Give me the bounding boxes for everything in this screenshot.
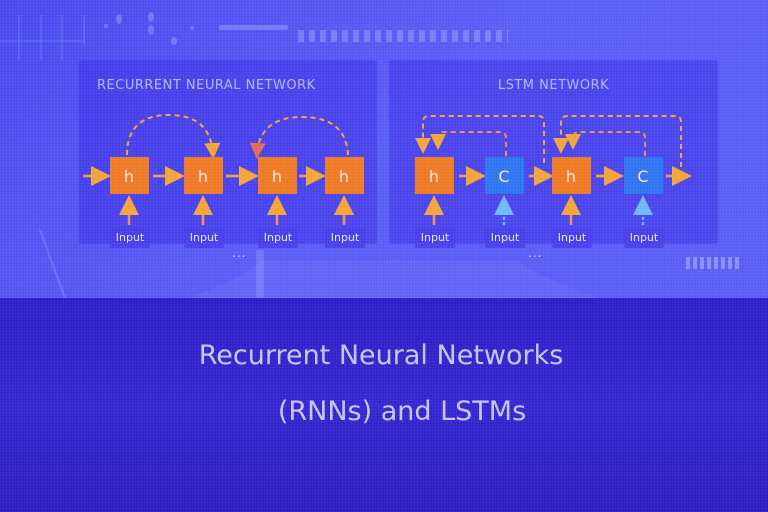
recurrent-loop-arrow xyxy=(126,113,221,159)
ellipsis: ... xyxy=(232,246,247,260)
caption-line-1: Recurrent Neural Networks xyxy=(198,340,564,371)
rnn-panel: RECURRENT NEURAL NETWORK h h h h xyxy=(79,60,377,260)
decorative-indicator xyxy=(686,257,740,269)
recurrent-loop-arrow xyxy=(430,131,507,156)
input-label: Input xyxy=(624,228,664,248)
recurrent-loop-arrow xyxy=(565,131,646,156)
svg-text:h: h xyxy=(272,167,282,186)
hidden-node: h xyxy=(258,157,297,194)
diagram-banner: RECURRENT NEURAL NETWORK h h h h xyxy=(0,0,768,298)
decorative-bar xyxy=(219,25,288,30)
lstm-panel-title: LSTM NETWORK xyxy=(497,78,610,93)
lstm-panel: LSTM NETWORK h C h C xyxy=(389,60,718,260)
recurrent-loop-arrow xyxy=(553,115,682,176)
input-label: Input xyxy=(552,228,592,248)
svg-text:h: h xyxy=(198,167,208,186)
recurrent-loop-arrow xyxy=(415,115,545,163)
recurrent-loop-arrow xyxy=(249,115,349,159)
hidden-node: h xyxy=(415,157,454,194)
input-label: Input xyxy=(258,228,298,248)
svg-text:h: h xyxy=(339,167,349,186)
svg-text:h: h xyxy=(429,167,439,186)
rnn-diagram: h h h h xyxy=(83,113,364,225)
svg-text:C: C xyxy=(637,167,648,186)
input-label: Input xyxy=(415,228,455,248)
hidden-node: h xyxy=(552,157,591,194)
svg-text:h: h xyxy=(124,167,134,186)
svg-text:h: h xyxy=(566,167,576,186)
hidden-node: h xyxy=(110,157,149,194)
svg-text:C: C xyxy=(498,167,509,186)
decorative-background xyxy=(0,12,600,298)
ellipsis: ... xyxy=(528,246,543,260)
rnn-panel-title: RECURRENT NEURAL NETWORK xyxy=(97,78,316,93)
cell-node: C xyxy=(624,157,663,194)
lstm-diagram: h C h C xyxy=(415,115,692,225)
caption-area: Recurrent Neural Networks (RNNs) and LST… xyxy=(0,298,768,512)
decorative-segments xyxy=(298,30,508,42)
hidden-node: h xyxy=(325,157,364,194)
input-label: Input xyxy=(110,228,150,248)
cell-node: C xyxy=(485,157,524,194)
input-label: Input xyxy=(325,228,365,248)
input-label: Input xyxy=(485,228,525,248)
hidden-node: h xyxy=(184,157,223,194)
input-label: Input xyxy=(184,228,224,248)
caption-line-2: (RNNs) and LSTMs xyxy=(277,396,527,427)
